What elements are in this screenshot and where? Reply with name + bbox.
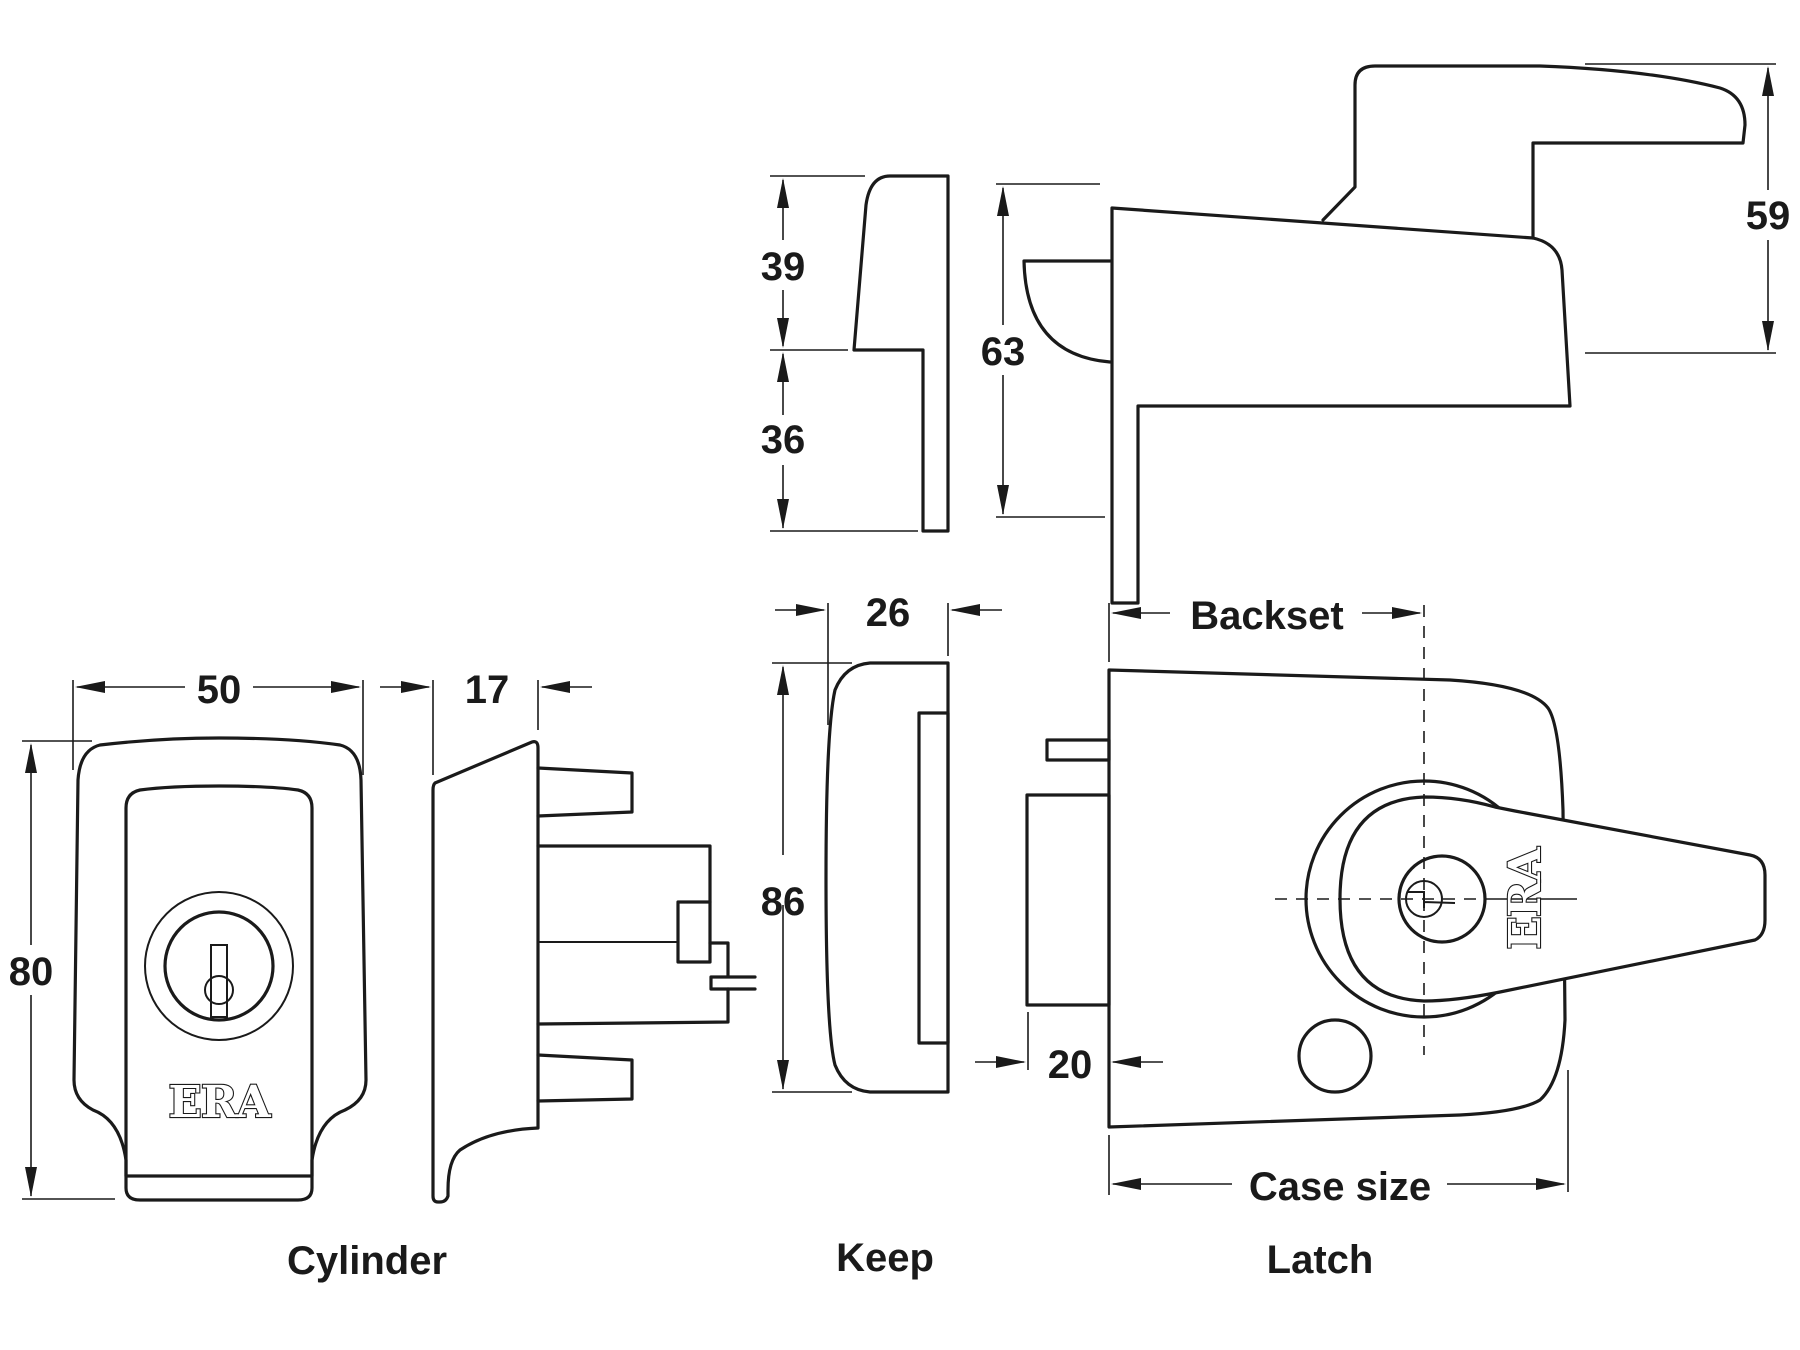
cylinder-body-top	[536, 844, 712, 904]
dim-keep-height: 86	[761, 880, 806, 924]
dim-cylinder-width: 50	[197, 668, 242, 712]
latch-side-view: 63 59	[981, 63, 1791, 605]
cylinder-lower-lug	[536, 1053, 634, 1103]
arrowhead	[777, 499, 789, 529]
caption-keep: Keep	[836, 1236, 934, 1280]
cylinder-inner-panel	[124, 784, 314, 1178]
caption-latch: Latch	[1267, 1238, 1374, 1282]
arrowhead	[777, 318, 789, 348]
dim-cylinder-depth: 17	[465, 668, 510, 712]
keyway-pin	[204, 975, 234, 1005]
cylinder-front-view: ERA 50 80	[9, 668, 368, 1202]
latch-body-side	[1110, 206, 1572, 605]
latch-era-logo: ERA	[1500, 847, 1551, 950]
keyhole-outer-ring	[144, 891, 294, 1041]
arrowhead	[1762, 321, 1774, 351]
latch-bolt-side	[1022, 259, 1112, 364]
dim-latch-side-height: 63	[981, 330, 1026, 374]
cylinder-body-bottom	[536, 941, 730, 1026]
arrowhead	[777, 1060, 789, 1090]
arrowhead	[777, 665, 789, 695]
cylinder-side-view: 17 Cylinder	[287, 668, 757, 1283]
arrowhead	[996, 1056, 1026, 1068]
keep-slot	[917, 711, 950, 1045]
keep-side-outline	[852, 174, 950, 533]
arrowhead	[1111, 607, 1141, 619]
cylinder-connecting-bar	[709, 975, 757, 991]
arrowhead	[540, 681, 570, 693]
keyhole-inner-ring	[163, 910, 275, 1022]
dim-keep-side-lower: 36	[761, 418, 806, 462]
cylinder-side-flange	[431, 740, 540, 1204]
caption-cylinder: Cylinder	[287, 1239, 447, 1283]
dim-latch-handle-height: 59	[1746, 194, 1791, 238]
arrowhead	[777, 352, 789, 382]
latch-small-bolt	[1045, 738, 1111, 762]
arrowhead	[75, 681, 105, 693]
latch-handle-side	[1321, 64, 1747, 240]
keyway-slot	[210, 944, 228, 1018]
arrowhead	[950, 604, 980, 616]
arrowhead	[1536, 1178, 1566, 1190]
dim-keep-side-upper: 39	[761, 245, 806, 289]
arrowhead	[796, 604, 826, 616]
latch-case-outline	[1107, 668, 1567, 1129]
dim-case-size: Case size	[1249, 1165, 1431, 1209]
cylinder-tail-block	[676, 900, 712, 964]
arrowhead	[997, 186, 1009, 216]
arrowhead	[777, 178, 789, 208]
arrowhead	[401, 681, 431, 693]
arrowhead	[997, 485, 1009, 515]
cylinder-outer-outline	[72, 736, 368, 1202]
arrowhead	[1111, 1056, 1141, 1068]
latch-snib-button	[1297, 1018, 1373, 1094]
arrowhead	[1111, 1178, 1141, 1190]
keep-side-view: 39 36	[761, 174, 950, 533]
latch-front-view: ERA Backset 20 Case size Latch	[975, 594, 1767, 1282]
keep-outline	[824, 661, 950, 1094]
dim-keep-depth: 26	[866, 591, 911, 635]
dim-latch-bolt-projection: 20	[1048, 1043, 1093, 1087]
dim-backset: Backset	[1190, 594, 1343, 638]
dim-cylinder-height: 80	[9, 950, 54, 994]
arrowhead	[1392, 607, 1422, 619]
keep-front-view: 26 86 Keep	[761, 591, 1002, 1280]
arrowhead	[331, 681, 361, 693]
cylinder-era-logo: ERA	[168, 1077, 271, 1128]
arrowhead	[25, 743, 37, 773]
latch-main-bolt	[1025, 793, 1111, 1007]
arrowhead	[25, 1167, 37, 1197]
cylinder-upper-lug	[536, 766, 634, 818]
arrowhead	[1762, 66, 1774, 96]
